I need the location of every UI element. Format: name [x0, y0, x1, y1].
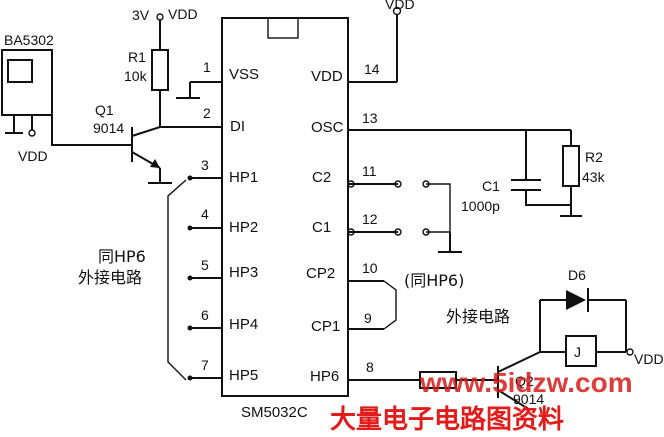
pin-13-label: OSC [311, 119, 344, 136]
r2-name: R2 [585, 149, 603, 165]
pin-6-number: 6 [201, 307, 209, 323]
d6-name: D6 [568, 267, 586, 283]
pin-7-label: HP5 [229, 367, 258, 384]
pin-1-label: VSS [229, 66, 259, 83]
same-hp6-label: 同HP6 [98, 247, 146, 266]
c1-name: C1 [482, 178, 500, 194]
supply-3v-label: 3V [132, 7, 150, 23]
pin-11-number: 11 [362, 163, 377, 179]
resistor-r1 [151, 49, 169, 91]
vdd-label-top: VDD [385, 0, 415, 12]
pin-8-number: 8 [366, 359, 374, 375]
resistor-r2 [562, 145, 580, 187]
watermark-cn: 大量电子电路图资料 [330, 404, 564, 435]
external-circuit-label-left: 外接电路 [78, 268, 142, 287]
bracket-left [167, 179, 187, 381]
q2-collector [497, 351, 541, 373]
pin-6-label: HP4 [229, 316, 258, 333]
relay-j [565, 335, 597, 367]
pin-8-label: HP6 [310, 368, 339, 385]
pin-10-label: CP2 [306, 265, 335, 282]
q1-part: 9014 [93, 120, 124, 136]
ic-name: SM5032C [241, 404, 308, 421]
pin-12-label: C1 [312, 219, 331, 236]
external-circuit-label-right: 外接电路 [446, 307, 510, 326]
pin-1-number: 1 [203, 59, 211, 75]
q1-name: Q1 [95, 102, 114, 118]
pin-2-label: DI [230, 118, 245, 135]
q2-name: Q2 [515, 373, 534, 389]
vdd-label-relay: VDD [634, 351, 664, 367]
pin-3-number: 3 [201, 157, 209, 173]
pin-9-label: CP1 [311, 318, 340, 335]
pin-7-number: 7 [201, 357, 209, 373]
pin-5-number: 5 [201, 257, 209, 273]
pin-3-label: HP1 [229, 169, 258, 186]
q2-part: 9014 [513, 391, 544, 407]
pin-9-number: 9 [364, 310, 372, 326]
pin-2-number: 2 [203, 105, 211, 121]
ba5302-receiver [1, 49, 53, 116]
pin-5-label: HP3 [229, 264, 258, 281]
pin-4-label: HP2 [229, 219, 258, 236]
pin-13-number: 13 [362, 110, 378, 126]
r1-value: 10k [124, 68, 148, 84]
same-hp6-paren-label: (同HP6) [404, 271, 464, 290]
pin-11-label: C2 [312, 169, 331, 186]
pin-12-number: 12 [362, 211, 378, 227]
c1-value: 1000p [461, 198, 500, 214]
diode-d6 [566, 290, 586, 310]
ba5302-window [7, 59, 33, 83]
r1-name: R1 [128, 49, 146, 65]
vdd-label-r1: VDD [168, 6, 198, 22]
pin-4-number: 4 [201, 206, 209, 222]
pin-14-number: 14 [364, 61, 380, 77]
relay-label: J [574, 344, 581, 360]
bracket-right [383, 280, 397, 330]
receiver-label: BA5302 [4, 32, 54, 48]
pin-14-label: VDD [311, 68, 343, 85]
q1-collector [131, 126, 161, 137]
pin-10-number: 10 [362, 260, 378, 276]
vdd-label-receiver: VDD [18, 148, 48, 164]
r2-value: 43k [582, 169, 606, 185]
watermark-site: www.5idzw.com [419, 367, 633, 398]
ic-notch [267, 17, 299, 39]
q2-emitter [497, 389, 531, 411]
